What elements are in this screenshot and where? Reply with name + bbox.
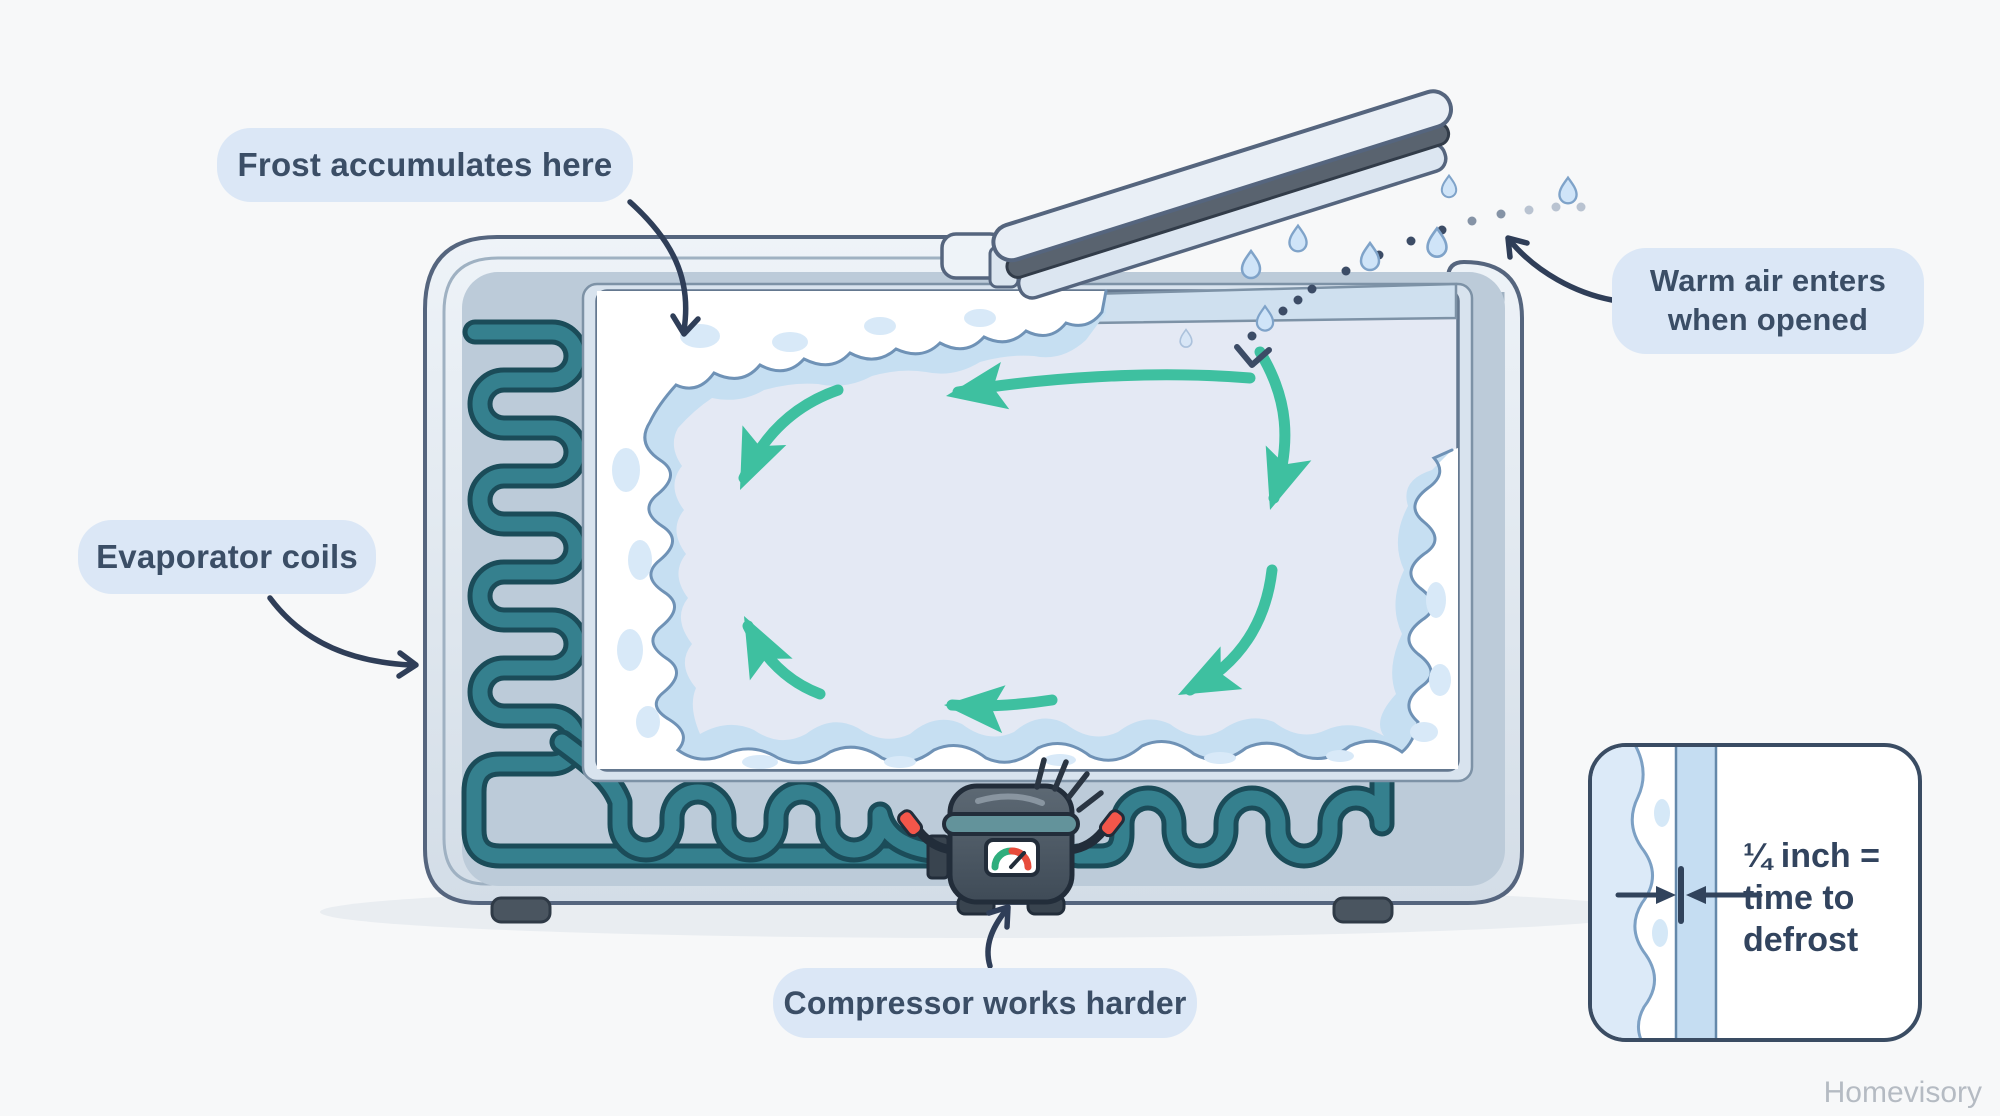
compressor-label-arrow — [985, 904, 1011, 969]
compressor-band — [942, 812, 1080, 836]
evaporator-coil-left-serpentine — [461, 319, 957, 869]
inset-frost-outline — [1630, 747, 1656, 1038]
airflow-arrow-bottom-left — [944, 685, 1058, 734]
freezer-lid-open — [991, 89, 1453, 300]
droplet-icon — [1240, 249, 1262, 280]
inset-line3: defrost — [1743, 921, 1859, 959]
label-evaporator-coils: Evaporator coils — [78, 520, 376, 594]
airflow-arrow-bottom-right — [1178, 564, 1278, 696]
thickness-measure-icon — [1615, 866, 1763, 924]
airflow-arrow-right-down — [1254, 346, 1312, 510]
gauge-icon — [984, 838, 1040, 877]
frost-thickness-graphic — [1592, 747, 1763, 1038]
droplet-icon — [1558, 176, 1578, 205]
evaporator-label-arrow — [267, 595, 419, 679]
annotation-arrows — [267, 199, 1615, 969]
frost-patches — [612, 309, 1451, 769]
frost-layer — [597, 289, 1458, 769]
airflow-arrow-left-up — [742, 616, 826, 700]
evaporator-coil — [461, 319, 1395, 869]
label-frost-text: Frost accumulates here — [237, 146, 613, 184]
frost-thickness-inset: ¼ inch = time to defrost — [1588, 743, 1922, 1042]
stress-marks-icon — [1034, 757, 1104, 813]
airflow-arrows — [738, 346, 1312, 734]
frost-label-arrow — [627, 199, 701, 337]
compressor — [897, 757, 1125, 916]
compressor-mitt-right — [1098, 809, 1125, 838]
label-warm-air-line2: when opened — [1667, 302, 1869, 337]
label-compressor-text: Compressor works harder — [783, 985, 1187, 1021]
airflow-arrow-top — [946, 361, 1256, 410]
evaporator-coil-bottom-right — [1065, 759, 1395, 869]
warm-air-label-arrow — [1505, 235, 1615, 303]
evaporator-coil-bottom-left — [549, 729, 953, 865]
lid-outer-shell — [991, 89, 1453, 263]
droplet-icon — [1440, 174, 1458, 199]
compressor-mitt-left — [897, 809, 924, 838]
label-warm-air-line1: Warm air enters — [1649, 263, 1887, 299]
label-compressor: Compressor works harder — [773, 968, 1197, 1038]
label-warm-air: Warm air enters when opened — [1612, 248, 1924, 354]
label-evaporator-text: Evaporator coils — [96, 538, 358, 576]
inset-line2: time to — [1743, 879, 1855, 917]
droplet-icon — [1288, 224, 1308, 253]
watermark: Homevisory — [1823, 1076, 1982, 1109]
label-frost-accumulates: Frost accumulates here — [217, 128, 633, 202]
warm-air-dotted-path — [1234, 202, 1586, 368]
inset-measurement-text: ¼ inch = time to defrost — [1743, 835, 1918, 961]
dotted-path-arrowhead-icon — [1234, 344, 1272, 368]
freezer-feet — [490, 896, 1394, 924]
inset-line1: ¼ inch = — [1743, 837, 1880, 875]
airflow-arrow-left-down — [738, 384, 844, 490]
droplet-icon — [1359, 241, 1381, 272]
